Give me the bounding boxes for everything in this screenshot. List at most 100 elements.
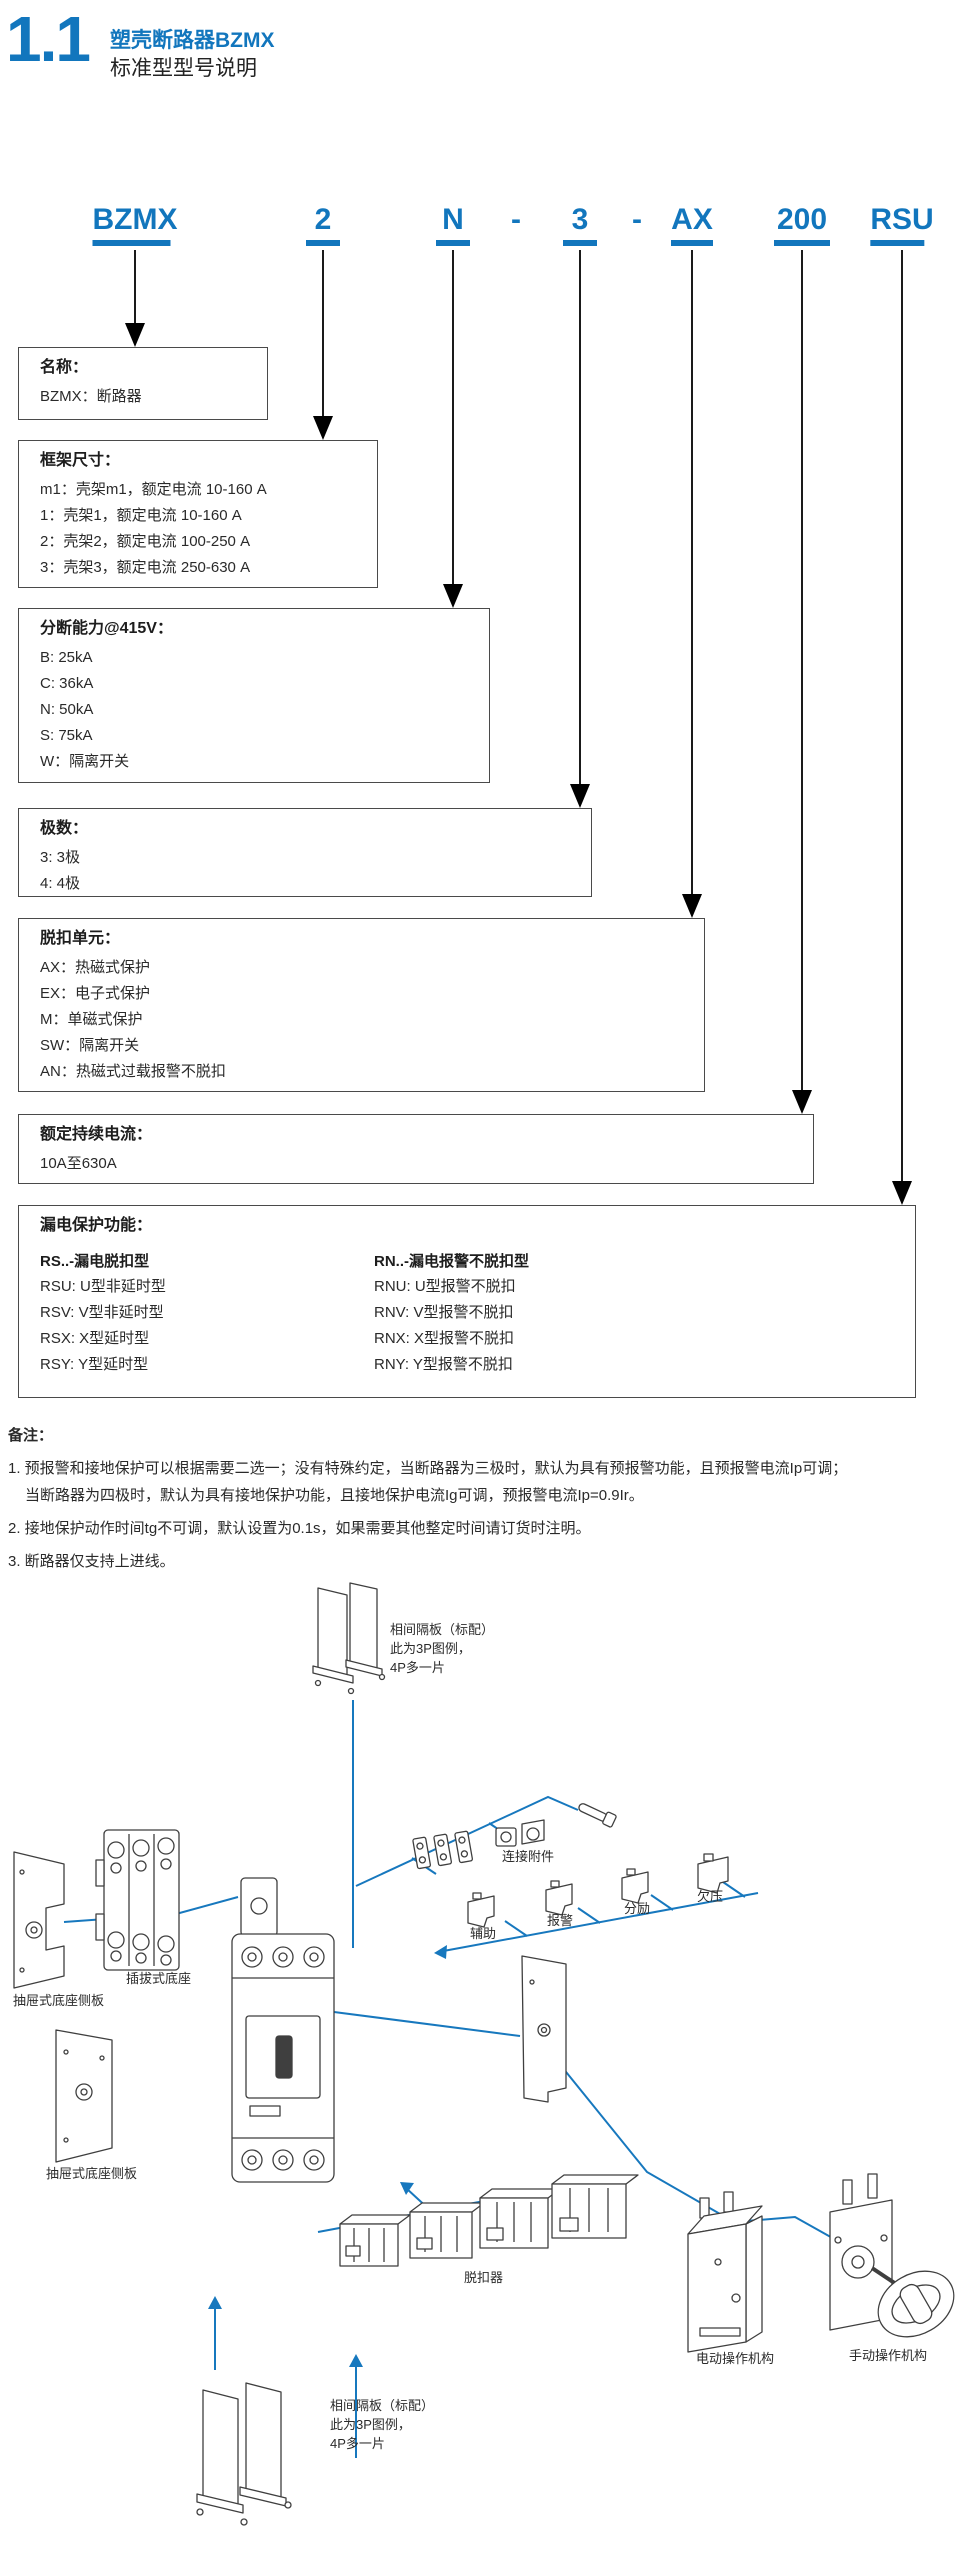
box-line: M：单磁式保护	[40, 1011, 143, 1028]
model-token-text: RSU	[870, 203, 934, 236]
box-line: 3: 3极	[40, 849, 81, 866]
box-line: RNU: U型报警不脱扣	[374, 1278, 516, 1295]
flow-line	[322, 250, 324, 416]
token-underline	[774, 240, 830, 246]
model-token-series: BZMX	[92, 203, 178, 246]
box-line: S: 75kA	[40, 727, 93, 744]
box-line: AN：热磁式过载报警不脱扣	[40, 1063, 226, 1080]
box-line: W：隔离开关	[40, 753, 130, 770]
token-underline	[436, 240, 470, 246]
box-line: 1：壳架1，额定电流 10-160 A	[40, 507, 242, 524]
flow-arrowhead	[443, 584, 463, 608]
box-line: RSV: V型非延时型	[40, 1304, 164, 1321]
leakage-protection-box: 漏电保护功能： RS..-漏电脱扣型 RSU: U型非延时型 RSV: V型非延…	[18, 1205, 916, 1398]
token-underline	[671, 240, 713, 246]
box-line: B: 25kA	[40, 649, 93, 666]
token-underline	[870, 240, 925, 246]
model-token-dash: -	[511, 203, 521, 237]
box-title: 脱扣单元：	[40, 930, 121, 947]
flow-line	[579, 250, 581, 784]
model-token-breaking: N	[436, 203, 470, 246]
phase-plate-top-label: 相间隔板（标配） 此为3P图例， 4P多一片	[390, 1622, 495, 1675]
phase-plate-bottom-label: 相间隔板（标配） 此为3P图例， 4P多一片	[330, 2398, 435, 2451]
box-line: BZMX：断路器	[40, 388, 142, 405]
flow-line	[691, 250, 693, 894]
model-token-leakage: RSU	[870, 203, 934, 246]
model-token-frame: 2	[306, 203, 340, 246]
frame-size-box: 框架尺寸： m1：壳架m1，额定电流 10-160 A 1：壳架1，额定电流 1…	[18, 440, 378, 588]
connection-accessory-label: 连接附件	[502, 1849, 555, 1864]
leakage-alarm-column: RN..-漏电报警不脱扣型 RNU: U型报警不脱扣 RNV: V型报警不脱扣 …	[374, 1250, 529, 1378]
flow-arrowhead	[570, 784, 590, 808]
notes-section: 备注： 1. 预报警和接地保护可以根据需要二选一；没有特殊约定，当断路器为三极时…	[8, 1424, 952, 1581]
box-title: 分断能力@415V：	[40, 620, 173, 637]
model-token-text: 3	[571, 203, 589, 236]
model-token-dash: -	[632, 203, 642, 237]
box-line: EX：电子式保护	[40, 985, 151, 1002]
token-underline	[306, 240, 340, 246]
drawer-base-side-plate-label: 抽屉式底座侧板	[13, 1993, 105, 2008]
shunt-label: 分励	[624, 1901, 651, 1916]
section-number: 1.1	[6, 3, 91, 75]
flow-arrowhead	[892, 1181, 912, 1205]
flow-arrowhead	[313, 416, 333, 440]
trip-unit-label: 脱扣器	[464, 2270, 504, 2285]
note-item: 1. 预报警和接地保护可以根据需要二选一；没有特殊约定，当断路器为三极时，默认为…	[8, 1460, 848, 1504]
plug-in-base-label: 插拔式底座	[126, 1971, 192, 1986]
box-line: RNV: V型报警不脱扣	[374, 1304, 514, 1321]
box-title: 框架尺寸：	[40, 452, 121, 469]
model-token-current: 200	[774, 203, 830, 246]
model-token-poles: 3	[563, 203, 597, 246]
exploded-view-illustration	[0, 1580, 960, 2556]
model-token-text: -	[511, 203, 521, 236]
box-line: 2：壳架2，额定电流 100-250 A	[40, 533, 251, 550]
box-line: RSU: U型非延时型	[40, 1278, 166, 1295]
token-underline	[563, 240, 597, 246]
model-token-text: N	[442, 203, 464, 236]
box-title: 额定持续电流：	[40, 1126, 153, 1143]
alarm-label: 报警	[547, 1913, 574, 1928]
box-line: RNY: Y型报警不脱扣	[374, 1356, 513, 1373]
box-title: 名称：	[40, 359, 89, 376]
drawer-base-side-plate-label: 抽屉式底座侧板	[46, 2166, 138, 2181]
box-line: RNX: X型报警不脱扣	[374, 1330, 515, 1347]
box-line: C: 36kA	[40, 675, 94, 692]
manual-mechanism-label: 手动操作机构	[849, 2348, 928, 2363]
name-box: 名称： BZMX：断路器	[18, 347, 268, 420]
model-token-text: -	[632, 203, 642, 236]
box-line: 3：壳架3，额定电流 250-630 A	[40, 559, 251, 576]
flow-arrowhead	[792, 1090, 812, 1114]
model-token-text: 2	[314, 203, 332, 236]
model-token-trip-unit: AX	[671, 203, 713, 246]
flow-line	[801, 250, 803, 1090]
note-item: 3. 断路器仅支持上进线。	[8, 1553, 175, 1570]
auxiliary-label: 辅助	[470, 1926, 497, 1941]
box-title: 极数：	[40, 820, 89, 837]
token-underline	[92, 240, 171, 246]
flow-line	[134, 250, 136, 323]
box-title: 漏电保护功能：	[40, 1217, 153, 1234]
box-line: RSY: Y型延时型	[40, 1356, 149, 1373]
model-token-text: 200	[776, 203, 828, 236]
box-line: N: 50kA	[40, 701, 94, 718]
flow-line	[901, 250, 903, 1181]
note-item: 2. 接地保护动作时间tg不可调，默认设置为0.1s，如果需要其他整定时间请订货…	[8, 1520, 591, 1537]
box-line: 10A至630A	[40, 1155, 117, 1172]
box-line: RSX: X型延时型	[40, 1330, 150, 1347]
motor-mechanism-label: 电动操作机构	[696, 2351, 775, 2366]
model-token-text: BZMX	[92, 203, 178, 236]
box-line: 4: 4极	[40, 875, 81, 892]
page-title: 塑壳断路器BZMX	[110, 29, 275, 52]
breaking-capacity-box: 分断能力@415V： B: 25kA C: 36kA N: 50kA S: 75…	[18, 608, 490, 783]
box-line: m1：壳架m1，额定电流 10-160 A	[40, 481, 267, 498]
undervoltage-label: 欠压	[697, 1889, 724, 1904]
rated-current-box: 额定持续电流： 10A至630A	[18, 1114, 814, 1184]
flow-arrowhead	[682, 894, 702, 918]
column-heading: RN..-漏电报警不脱扣型	[374, 1253, 529, 1270]
flow-arrowhead	[125, 323, 145, 347]
box-line: AX：热磁式保护	[40, 959, 151, 976]
box-line: SW：隔离开关	[40, 1037, 140, 1054]
flow-line	[452, 250, 454, 584]
poles-box: 极数： 3: 3极 4: 4极	[18, 808, 592, 897]
